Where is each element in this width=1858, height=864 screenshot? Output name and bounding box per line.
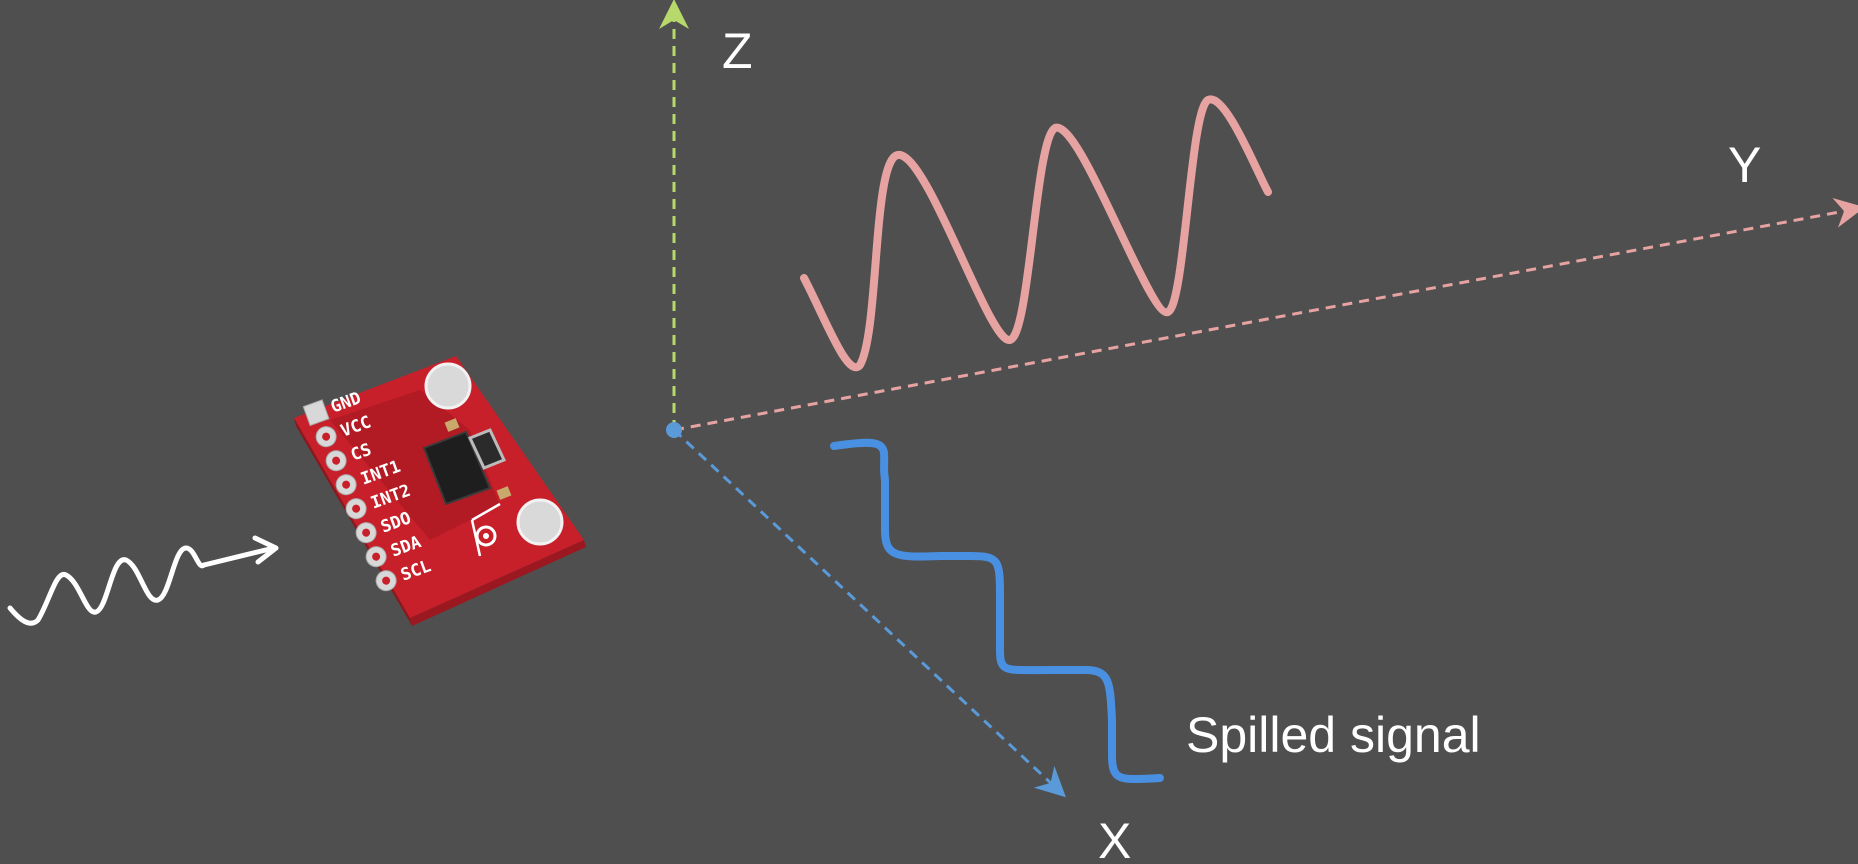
spilled-signal-wave [834, 443, 1160, 779]
accelerometer-board: GND VCC CS [294, 356, 586, 626]
mounting-hole-bottom [518, 500, 562, 544]
y-axis-line [674, 210, 1850, 430]
mounting-hole-top [426, 364, 470, 408]
y-axis-signal-wave [804, 99, 1268, 367]
origin-point [666, 422, 682, 438]
board-axis-marker-dot [483, 533, 489, 539]
input-signal-wave [10, 548, 204, 623]
x-axis-label: X [1098, 813, 1131, 864]
y-axis-label: Y [1728, 137, 1761, 193]
spilled-signal-caption: Spilled signal [1186, 707, 1481, 763]
z-axis-label: Z [722, 23, 753, 79]
